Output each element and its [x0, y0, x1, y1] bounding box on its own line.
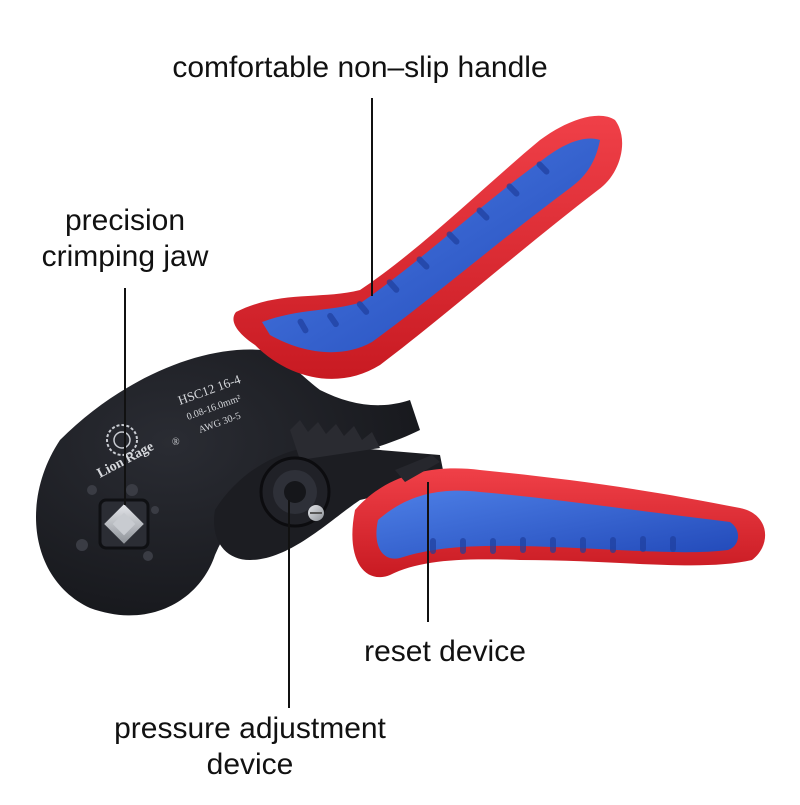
head-bolts	[76, 484, 159, 561]
screw-icon	[308, 505, 324, 521]
callout-pressure-label: pressure adjustment device	[80, 711, 420, 783]
crimping-die	[98, 498, 150, 550]
callout-lines	[124, 98, 429, 708]
callout-jaw-line2: crimping jaw	[41, 240, 209, 273]
upper-handle	[233, 115, 623, 379]
callout-reset-text: reset device	[364, 635, 526, 668]
callout-handle-label: comfortable non–slip handle	[130, 50, 590, 86]
callout-jaw-line1: precision	[64, 204, 186, 237]
registered-mark: ®	[172, 437, 180, 448]
callout-pressure-line1: pressure adjustment	[114, 712, 386, 745]
callout-jaw-label: precision crimping jaw	[15, 203, 235, 275]
ratchet-teeth	[290, 420, 380, 460]
reset-lever	[395, 455, 440, 482]
lower-handle	[352, 468, 766, 578]
callout-handle-text: comfortable non–slip handle	[172, 51, 548, 84]
callout-pressure-line2: device	[206, 748, 294, 781]
callout-reset-label: reset device	[340, 634, 550, 670]
brand-emblem-icon	[106, 424, 138, 456]
